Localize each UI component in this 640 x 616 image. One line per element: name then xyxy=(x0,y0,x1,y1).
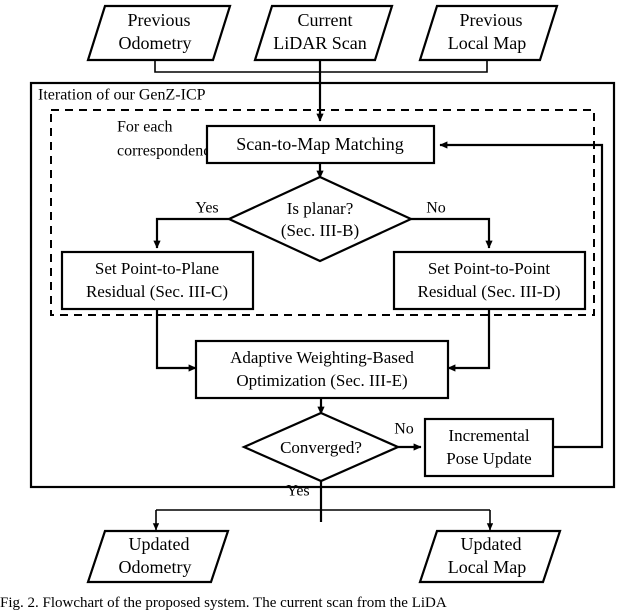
edge-is-planar-yes xyxy=(153,217,229,249)
output-updated-local-map[interactable]: Updated Local Map xyxy=(418,529,562,584)
node-optimization-line1: Adaptive Weighting-Based xyxy=(230,348,414,367)
output-updated-odometry-line2: Odometry xyxy=(119,557,192,577)
input-previous-local-map-line2: Local Map xyxy=(448,33,526,53)
edge-label-converged-yes: Yes xyxy=(286,483,309,500)
node-scan-to-map-matching[interactable]: Scan-to-Map Matching xyxy=(205,124,436,165)
input-current-lidar-scan[interactable]: Current LiDAR Scan xyxy=(253,4,394,62)
decision-converged-label: Converged? xyxy=(280,438,362,457)
input-previous-odometry-line1: Previous xyxy=(128,10,191,30)
dashed-correspondence-frame xyxy=(50,109,595,316)
edge-label-planar-yes: Yes xyxy=(195,200,218,217)
edge-label-converged-no: No xyxy=(394,421,414,438)
input-previous-odometry[interactable]: Previous Odometry xyxy=(86,4,232,62)
edge-feedback-to-scan-to-map xyxy=(439,141,604,449)
node-optimization-line2: Optimization (Sec. III-E) xyxy=(236,371,407,390)
node-point-to-point-residual[interactable]: Set Point-to-Point Residual (Sec. III-D) xyxy=(392,250,587,311)
dashed-frame-label-line1: For each xyxy=(117,119,173,136)
decision-converged[interactable]: Converged? xyxy=(241,411,401,483)
node-incremental-pose-update-line1: Incremental xyxy=(448,426,529,445)
node-point-to-plane-residual-line1: Set Point-to-Plane xyxy=(95,259,219,278)
output-updated-odometry[interactable]: Updated Odometry xyxy=(86,529,230,584)
node-incremental-pose-update[interactable]: Incremental Pose Update xyxy=(423,417,555,478)
dashed-frame-label-line2: correspondence xyxy=(117,143,217,160)
output-updated-local-map-line1: Updated xyxy=(461,534,522,554)
decision-is-planar-line2: (Sec. III-B) xyxy=(281,221,359,240)
edge-point-residual-to-optimization xyxy=(447,309,491,372)
edge-plane-residual-to-optimization xyxy=(155,309,197,372)
edge-label-planar-no: No xyxy=(426,200,446,217)
node-point-to-plane-residual[interactable]: Set Point-to-Plane Residual (Sec. III-C) xyxy=(60,250,255,311)
input-previous-local-map-line1: Previous xyxy=(460,10,523,30)
outer-iteration-frame-label: Iteration of our GenZ-ICP xyxy=(38,87,206,104)
figure-caption: Fig. 2. Flowchart of the proposed system… xyxy=(0,595,447,611)
decision-is-planar[interactable]: Is planar? (Sec. III-B) xyxy=(226,175,414,263)
input-current-lidar-scan-line2: LiDAR Scan xyxy=(273,33,367,53)
edge-is-planar-no xyxy=(411,217,493,249)
node-point-to-point-residual-line1: Set Point-to-Point xyxy=(428,259,551,278)
input-previous-odometry-line2: Odometry xyxy=(119,33,192,53)
node-point-to-point-residual-line2: Residual (Sec. III-D) xyxy=(417,282,560,301)
node-incremental-pose-update-line2: Pose Update xyxy=(446,449,531,468)
output-updated-odometry-line1: Updated xyxy=(129,534,190,554)
decision-is-planar-line1: Is planar? xyxy=(287,199,354,218)
input-previous-local-map[interactable]: Previous Local Map xyxy=(418,4,559,62)
input-current-lidar-scan-line1: Current xyxy=(298,10,353,30)
node-scan-to-map-matching-label: Scan-to-Map Matching xyxy=(236,134,403,154)
node-adaptive-weighting-optimization[interactable]: Adaptive Weighting-Based Optimization (S… xyxy=(194,339,450,400)
node-point-to-plane-residual-line2: Residual (Sec. III-C) xyxy=(86,282,228,301)
outer-iteration-frame xyxy=(29,81,616,489)
output-split-bus xyxy=(152,509,494,531)
output-updated-local-map-line2: Local Map xyxy=(448,557,526,577)
